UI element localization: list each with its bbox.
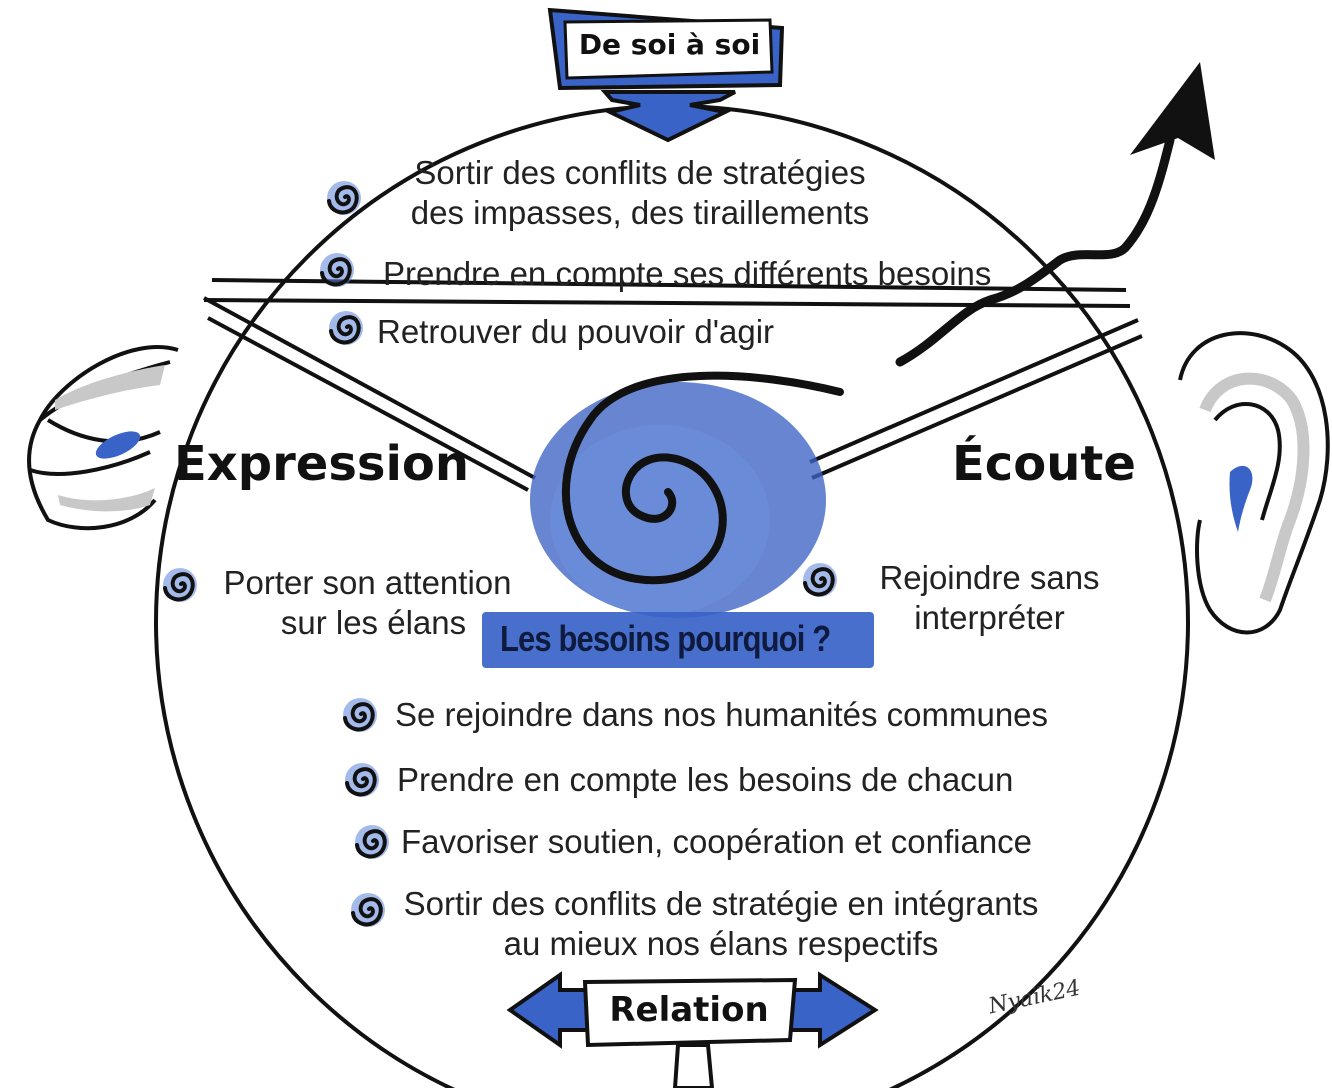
bottom-item-4-line2: au mieux nos élans respectifs	[503, 925, 939, 963]
bullet-swirl-icon	[353, 823, 391, 861]
lips-drawing	[27, 345, 179, 531]
top-item-1: Sortir des conflits de stratégies des im…	[370, 153, 910, 234]
center-label: Les besoins pourquoi ?	[500, 618, 831, 659]
bottom-item-2: Prendre en compte les besoins de chacun	[397, 761, 1014, 798]
top-item-1-line1: Sortir des conflits de stratégies	[414, 154, 866, 191]
bottom-banner-label: Relation	[609, 990, 769, 1030]
bullet-swirl-icon	[341, 696, 379, 734]
center-label-box	[482, 612, 874, 668]
bullet-swirl-icon	[349, 891, 387, 929]
bottom-item-4-line1: Sortir des conflits de stratégie en inté…	[403, 885, 1039, 922]
top-item-3: Retrouver du pouvoir d'agir	[377, 313, 775, 350]
right-item-line1: Rejoindre sans	[879, 559, 1100, 596]
ear-drawing	[1178, 331, 1330, 635]
bottom-item-3: Favoriser soutien, coopération et confia…	[401, 823, 1033, 860]
left-item: Porter son attention sur les élans	[205, 563, 530, 644]
bullet-swirl-icon	[327, 309, 365, 347]
bottom-item-1: Se rejoindre dans nos humanités communes	[395, 696, 1049, 733]
top-item-2: Prendre en compte ses différents besoins	[383, 255, 992, 292]
left-item-line2: sur les élans	[280, 604, 467, 642]
left-item-line1: Porter son attention	[223, 564, 512, 601]
top-banner-label: De soi à soi	[578, 28, 761, 61]
growth-arrow	[895, 62, 1215, 367]
divider-left-band	[203, 296, 536, 492]
central-spiral	[530, 371, 844, 618]
bullet-swirl-icon	[801, 561, 839, 599]
right-heading: Écoute	[952, 436, 1136, 492]
right-item-line2: interpréter	[914, 599, 1065, 637]
bottom-item-4: Sortir des conflits de stratégie en inté…	[395, 884, 1047, 965]
bullet-swirl-icon	[343, 761, 381, 799]
top-banner-shape	[547, 7, 785, 143]
top-item-1-line2: des impasses, des tiraillements	[410, 194, 870, 232]
left-heading: Expression	[174, 436, 470, 492]
bullet-swirl-icon	[161, 566, 199, 604]
bullet-swirl-icon	[325, 179, 363, 217]
bottom-banner-shape	[506, 971, 879, 1088]
divider-right-band	[809, 318, 1143, 480]
bullet-swirl-icon	[318, 251, 356, 289]
right-item: Rejoindre sans interpréter	[862, 558, 1117, 639]
